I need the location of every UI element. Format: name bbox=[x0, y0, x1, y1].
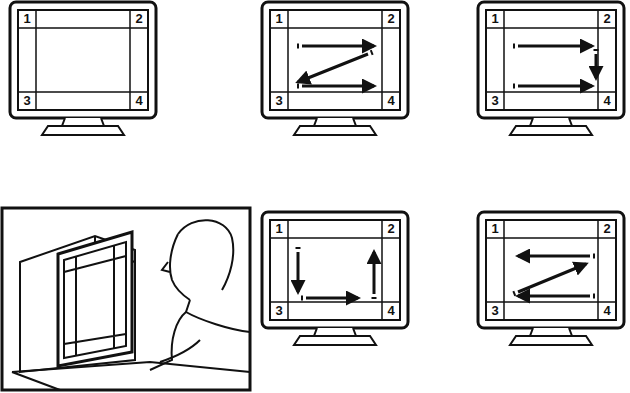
scan-arrow bbox=[518, 255, 590, 258]
monitor-neck bbox=[314, 118, 356, 126]
monitor bbox=[262, 212, 408, 345]
monitor-neck bbox=[530, 328, 572, 336]
corner-number: 3 bbox=[487, 93, 503, 109]
corner-number: 4 bbox=[383, 303, 399, 319]
monitor-neck bbox=[62, 118, 104, 126]
scan-arrow bbox=[518, 45, 592, 48]
monitor-neck bbox=[530, 118, 572, 126]
monitor-base bbox=[294, 336, 376, 345]
screen-band bbox=[486, 220, 616, 320]
monitor-base bbox=[510, 126, 592, 135]
corner-number: 1 bbox=[271, 221, 287, 237]
start-mark bbox=[513, 291, 515, 296]
monitor-frame bbox=[262, 212, 408, 328]
start-mark bbox=[594, 49, 599, 51]
screen-band bbox=[18, 10, 148, 110]
screen bbox=[486, 10, 616, 110]
monitor bbox=[478, 212, 624, 345]
scan-arrow bbox=[518, 295, 590, 298]
start-mark bbox=[371, 50, 373, 55]
screen bbox=[486, 220, 616, 320]
corner-number: 3 bbox=[487, 303, 503, 319]
corner-number: 3 bbox=[19, 93, 35, 109]
start-mark bbox=[593, 254, 595, 259]
scan-arrow bbox=[297, 252, 300, 292]
screen bbox=[270, 10, 400, 110]
start-mark bbox=[297, 84, 299, 89]
monitor bbox=[262, 2, 408, 135]
corner-number: 4 bbox=[599, 303, 615, 319]
corner-number: 2 bbox=[599, 221, 615, 237]
start-mark bbox=[513, 84, 515, 89]
scan-arrow bbox=[302, 45, 374, 48]
corner-number: 1 bbox=[19, 11, 35, 27]
monitor-base bbox=[294, 126, 376, 135]
corner-number: 4 bbox=[599, 93, 615, 109]
monitor-base bbox=[42, 126, 124, 135]
screen bbox=[18, 10, 148, 110]
monitor-neck bbox=[314, 328, 356, 336]
scan-arrow bbox=[306, 297, 358, 300]
operator-scene bbox=[2, 208, 250, 390]
corner-number: 1 bbox=[271, 11, 287, 27]
scan-arrow bbox=[302, 85, 374, 88]
monitor-frame bbox=[478, 2, 624, 118]
monitor-frame bbox=[478, 212, 624, 328]
corner-number: 4 bbox=[131, 93, 147, 109]
monitor-frame bbox=[262, 2, 408, 118]
start-mark bbox=[593, 294, 595, 299]
monitor-frame bbox=[10, 2, 156, 118]
corner-number: 2 bbox=[383, 221, 399, 237]
start-mark bbox=[301, 296, 303, 301]
monitor bbox=[478, 2, 624, 135]
start-mark bbox=[372, 297, 377, 299]
screen-band bbox=[486, 10, 616, 110]
corner-number: 2 bbox=[131, 11, 147, 27]
screen bbox=[270, 220, 400, 320]
corner-number: 3 bbox=[271, 93, 287, 109]
screen-band bbox=[270, 220, 400, 320]
start-mark bbox=[297, 44, 299, 49]
corner-number: 1 bbox=[487, 221, 503, 237]
scan-arrow bbox=[518, 264, 586, 292]
corner-number: 1 bbox=[487, 11, 503, 27]
monitor bbox=[10, 2, 156, 135]
corner-number: 3 bbox=[271, 303, 287, 319]
scan-arrow bbox=[518, 85, 592, 88]
scan-arrow bbox=[298, 54, 368, 82]
scan-arrow bbox=[595, 54, 598, 78]
corner-number: 4 bbox=[383, 93, 399, 109]
screen-band bbox=[270, 10, 400, 110]
scan-arrow bbox=[373, 252, 376, 294]
start-mark bbox=[513, 44, 515, 49]
start-mark bbox=[296, 247, 301, 249]
corner-number: 2 bbox=[599, 11, 615, 27]
monitor-base bbox=[510, 336, 592, 345]
corner-number: 2 bbox=[383, 11, 399, 27]
